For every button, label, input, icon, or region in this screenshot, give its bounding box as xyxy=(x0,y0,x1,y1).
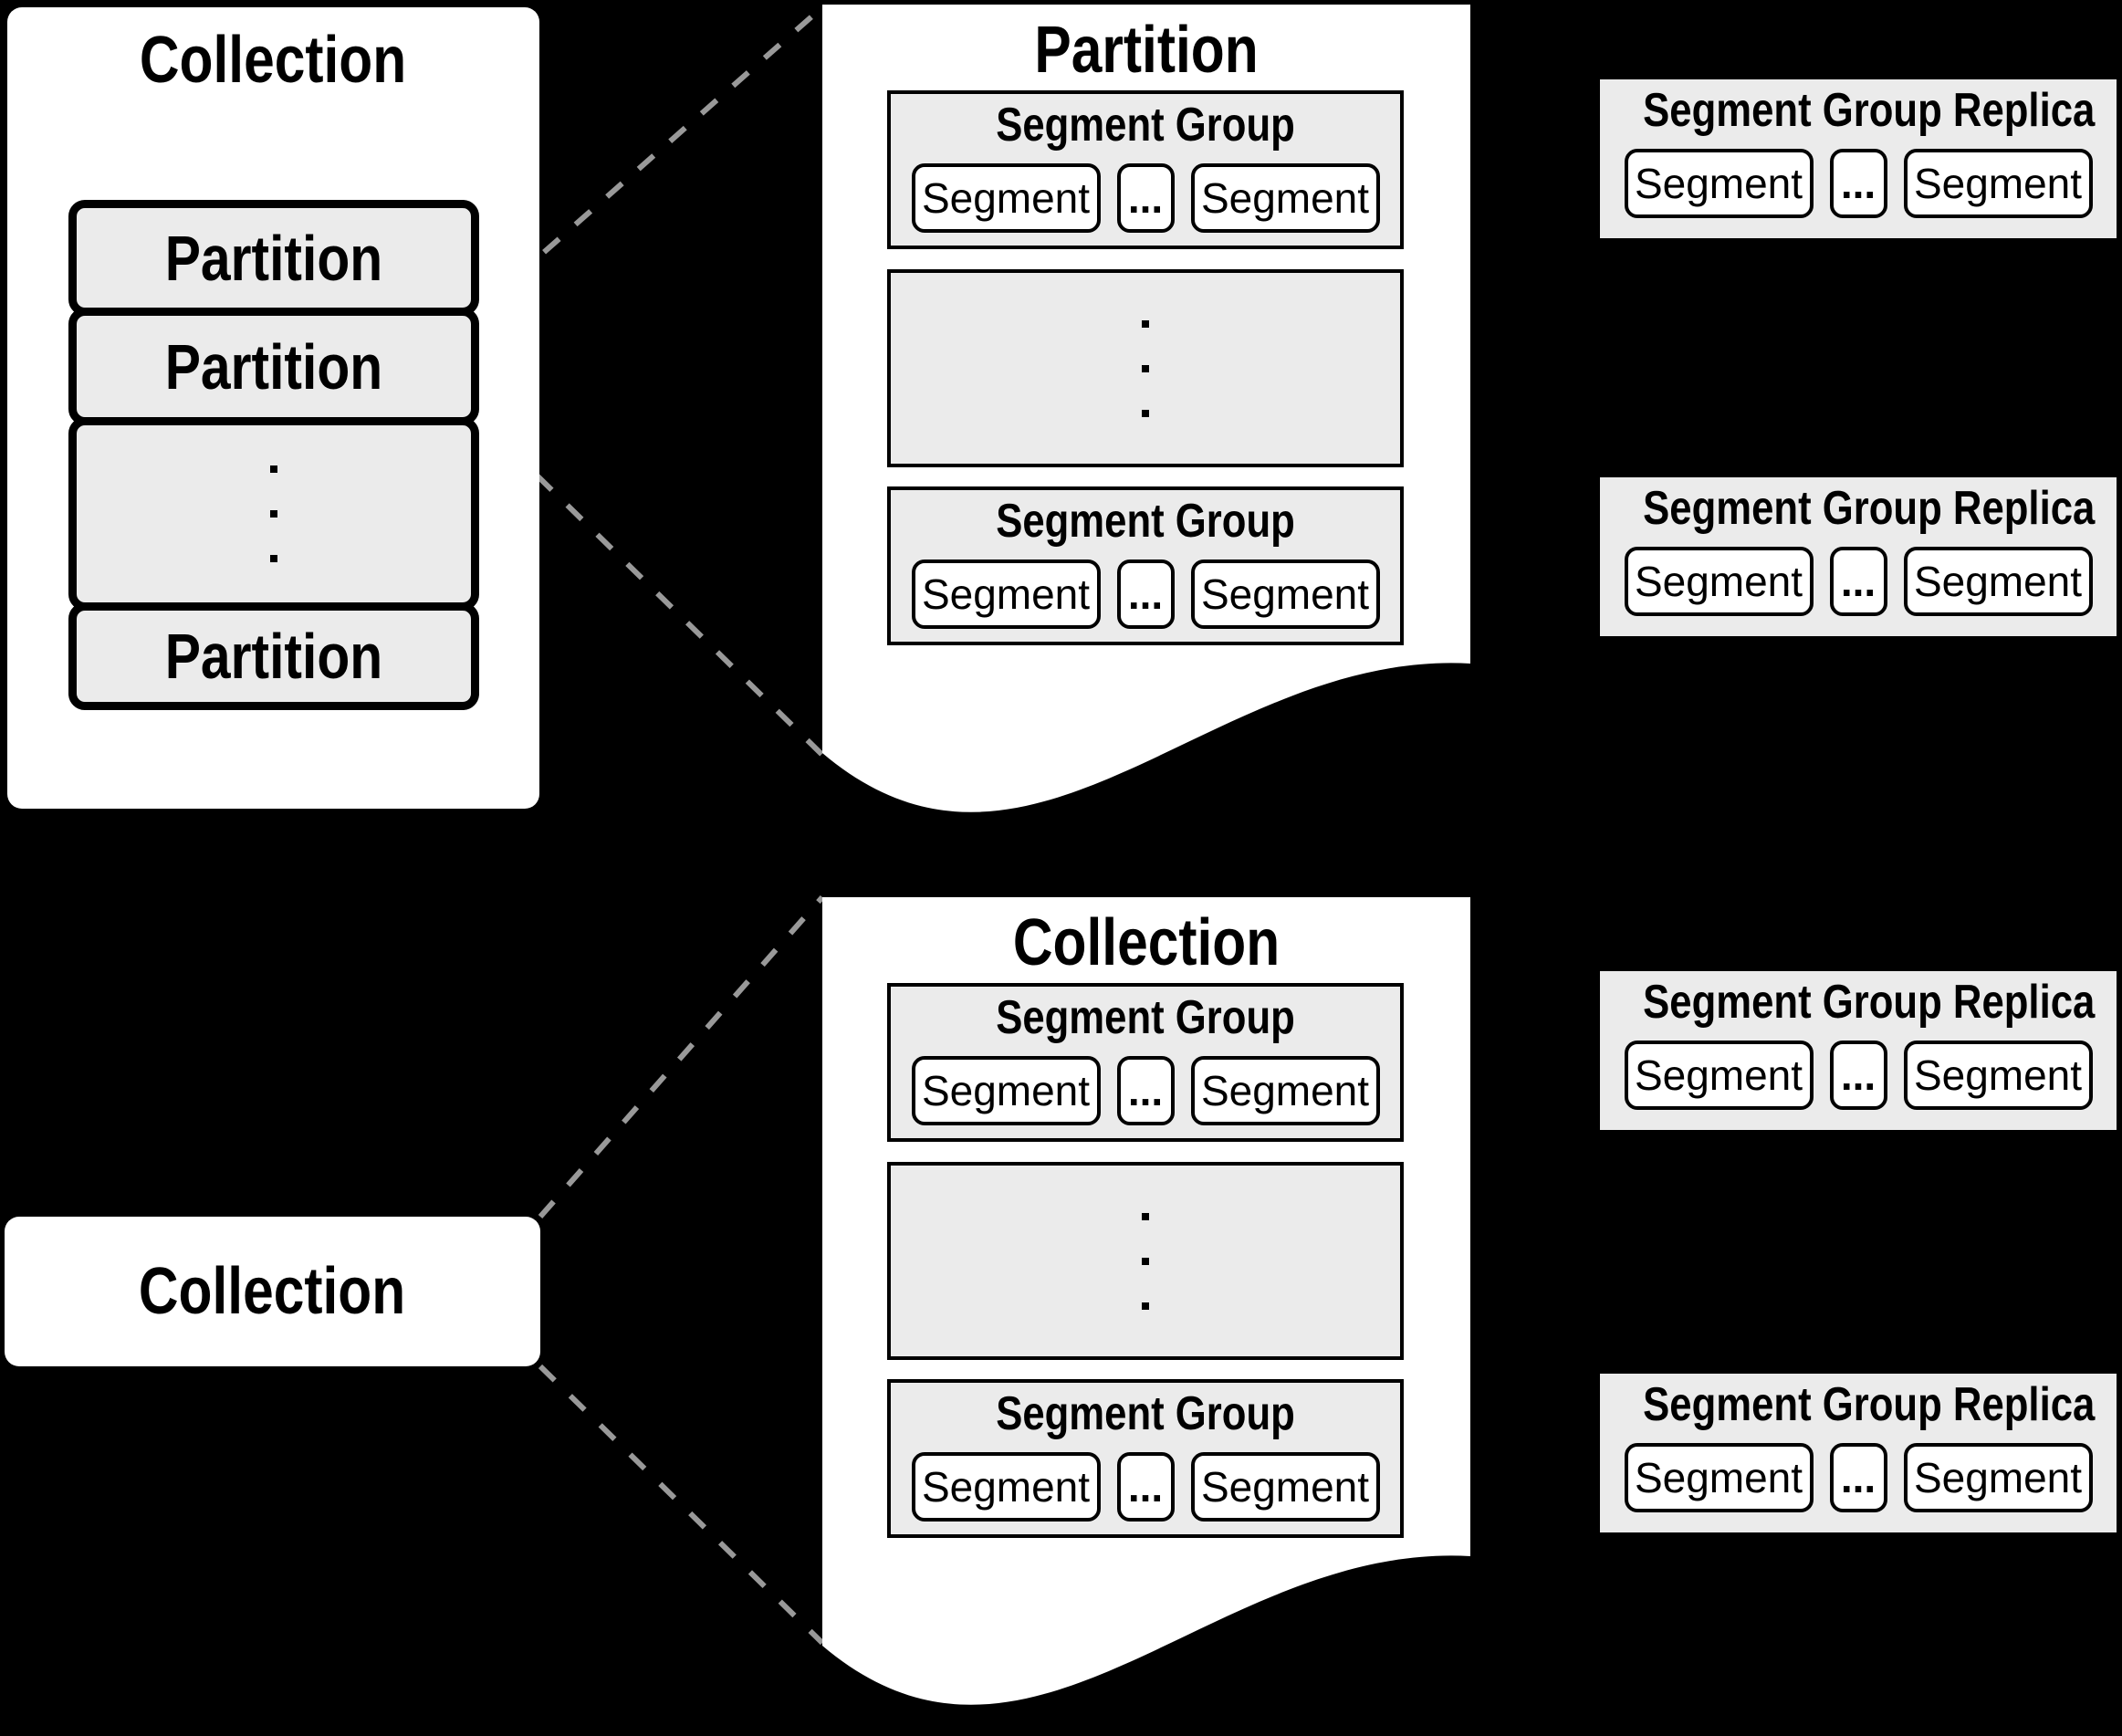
collection-page-title-text: Collection xyxy=(1012,906,1281,979)
vertical-dots-icon xyxy=(270,465,277,562)
segment-group-box-2: Segment Group Segment ... Segment xyxy=(887,486,1404,645)
segment-group-title-text: Segment Group xyxy=(996,99,1295,152)
replica-title-text: Segment Group Replica xyxy=(1643,976,2096,1029)
partition-page-content: Partition Segment Group Segment ... Segm… xyxy=(822,5,1470,817)
segment-row: Segment ... Segment xyxy=(1600,547,2117,616)
segment-group-box-4: Segment Group Segment ... Segment xyxy=(887,1379,1404,1538)
replica-title: Segment Group Replica xyxy=(1600,79,2117,134)
collection-page-content: Collection Segment Group Segment ... Seg… xyxy=(822,897,1470,1710)
collection-page-title: Collection xyxy=(822,910,1470,976)
segment-ellipsis-box: ... xyxy=(1116,163,1175,233)
segment-group-title-text: Segment Group xyxy=(996,1387,1295,1440)
segment-box: Segment xyxy=(1190,1452,1380,1522)
replica-title: Segment Group Replica xyxy=(1600,971,2117,1026)
segment-group-replica-1: Segment Group Replica Segment ... Segmen… xyxy=(1600,79,2117,238)
segment-ellipsis-box: ... xyxy=(1116,1056,1175,1125)
collection-label-text: Collection xyxy=(139,1255,406,1328)
segment-groups-ellipsis-box xyxy=(887,1162,1404,1360)
partition-row-1-label: Partition xyxy=(164,222,383,294)
segment-row: Segment ... Segment xyxy=(891,559,1400,629)
segment-group-title: Segment Group xyxy=(891,94,1400,149)
segment-group-box-1: Segment Group Segment ... Segment xyxy=(887,90,1404,249)
connector-partition-expand-upper xyxy=(479,5,824,310)
segment-box: Segment xyxy=(1903,149,2093,218)
connector-collection-expand-lower xyxy=(538,1364,825,1646)
segment-group-replica-3: Segment Group Replica Segment ... Segmen… xyxy=(1600,971,2117,1130)
segment-box: Segment xyxy=(1903,547,2093,616)
segment-ellipsis-box: ... xyxy=(1116,1452,1175,1522)
collection-label-box: Collection xyxy=(5,1217,540,1366)
vertical-dots-icon xyxy=(1142,319,1149,417)
segment-box: Segment xyxy=(1903,1443,2093,1512)
connector-collection-expand-upper xyxy=(538,895,825,1218)
segment-row: Segment ... Segment xyxy=(891,1452,1400,1522)
partition-page-title: Partition xyxy=(822,17,1470,83)
segment-box: Segment xyxy=(1624,1041,1814,1110)
segment-row: Segment ... Segment xyxy=(1600,1443,2117,1512)
partition-page-title-text: Partition xyxy=(1034,14,1259,87)
segment-ellipsis-box: ... xyxy=(1829,1443,1887,1512)
partition-row-3: Partition xyxy=(68,602,479,710)
segment-box: Segment xyxy=(911,163,1101,233)
segment-group-title: Segment Group xyxy=(891,490,1400,545)
vertical-dots-icon xyxy=(1142,1212,1149,1310)
segment-group-title: Segment Group xyxy=(891,987,1400,1041)
segment-group-box-3: Segment Group Segment ... Segment xyxy=(887,983,1404,1142)
segment-box: Segment xyxy=(911,559,1101,629)
replica-title-text: Segment Group Replica xyxy=(1643,1378,2096,1431)
replica-title-text: Segment Group Replica xyxy=(1643,84,2096,137)
replica-title: Segment Group Replica xyxy=(1600,477,2117,532)
collection-container: Collection Partition Partition Partition xyxy=(7,7,539,809)
segment-group-title: Segment Group xyxy=(891,1383,1400,1438)
segment-box: Segment xyxy=(1903,1041,2093,1110)
segment-box: Segment xyxy=(1624,1443,1814,1512)
replica-title-text: Segment Group Replica xyxy=(1643,482,2096,535)
replica-title: Segment Group Replica xyxy=(1600,1374,2117,1428)
segment-ellipsis-box: ... xyxy=(1116,559,1175,629)
segment-group-title-text: Segment Group xyxy=(996,495,1295,548)
segment-box: Segment xyxy=(1624,547,1814,616)
segment-ellipsis-box: ... xyxy=(1829,149,1887,218)
segment-groups-ellipsis-box xyxy=(887,269,1404,467)
segment-row: Segment ... Segment xyxy=(1600,149,2117,218)
segment-box: Segment xyxy=(1190,1056,1380,1125)
segment-box: Segment xyxy=(1190,559,1380,629)
segment-ellipsis-box: ... xyxy=(1829,1041,1887,1110)
partition-row-1: Partition xyxy=(68,200,479,316)
partition-row-3-label: Partition xyxy=(164,621,383,692)
collection-container-title: Collection xyxy=(7,27,539,93)
segment-box: Segment xyxy=(911,1452,1101,1522)
segment-box: Segment xyxy=(911,1056,1101,1125)
segment-row: Segment ... Segment xyxy=(891,163,1400,233)
segment-group-replica-4: Segment Group Replica Segment ... Segmen… xyxy=(1600,1374,2117,1532)
segment-ellipsis-box: ... xyxy=(1829,547,1887,616)
segment-row: Segment ... Segment xyxy=(891,1056,1400,1125)
segment-box: Segment xyxy=(1190,163,1380,233)
segment-box: Segment xyxy=(1624,149,1814,218)
partition-row-2: Partition xyxy=(68,308,479,425)
segment-group-title-text: Segment Group xyxy=(996,991,1295,1044)
partition-ellipsis-row xyxy=(68,417,479,611)
segment-row: Segment ... Segment xyxy=(1600,1041,2117,1110)
partition-detail-page: Partition Segment Group Segment ... Segm… xyxy=(822,5,1470,817)
collection-detail-page: Collection Segment Group Segment ... Seg… xyxy=(822,897,1470,1710)
segment-group-replica-2: Segment Group Replica Segment ... Segmen… xyxy=(1600,477,2117,636)
collection-container-title-text: Collection xyxy=(140,24,407,97)
partition-row-2-label: Partition xyxy=(164,330,383,403)
